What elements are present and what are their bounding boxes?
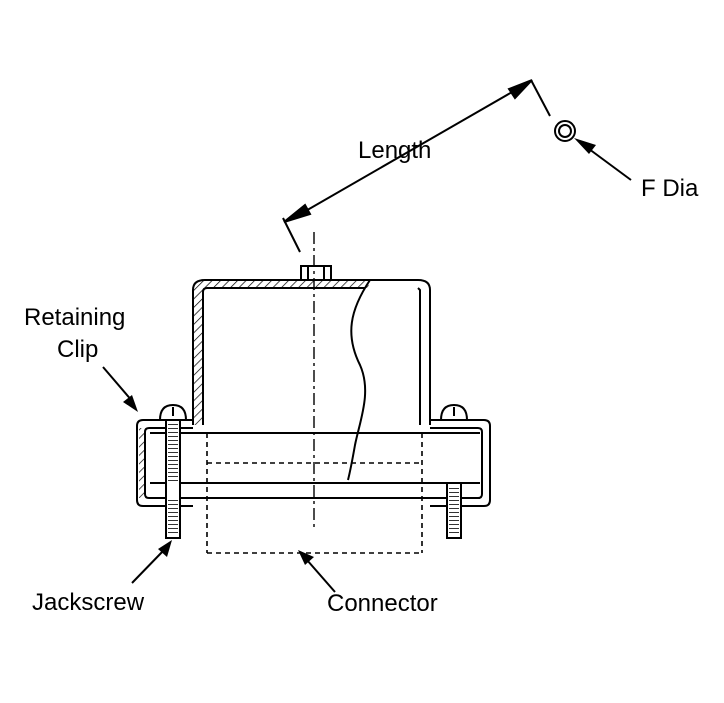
clip-left-hatch [139, 428, 145, 498]
jackscrew-arrow [131, 540, 172, 584]
retaining-clip-label-line2: Clip [57, 336, 98, 363]
f-dia-label: F Dia [641, 175, 699, 202]
length-label: Length [358, 137, 431, 164]
retaining-clip-arrow [102, 366, 138, 412]
jackscrew-label: Jackscrew [32, 589, 145, 616]
connector-arrow [298, 550, 336, 593]
length-dimension [282, 79, 551, 253]
connector-label: Connector [327, 590, 438, 617]
base-flange [150, 432, 480, 499]
top-nub [300, 265, 332, 281]
break-line [347, 279, 371, 481]
jackscrew-right [439, 403, 469, 539]
jackscrew-left [158, 403, 188, 539]
retaining-clip-right [430, 419, 491, 507]
connector-outline [206, 433, 423, 554]
backshell-body [192, 279, 431, 425]
f-dia-symbol [554, 120, 632, 181]
shell-wall-hatch [193, 280, 370, 425]
retaining-clip-label-line1: Retaining [24, 304, 125, 331]
